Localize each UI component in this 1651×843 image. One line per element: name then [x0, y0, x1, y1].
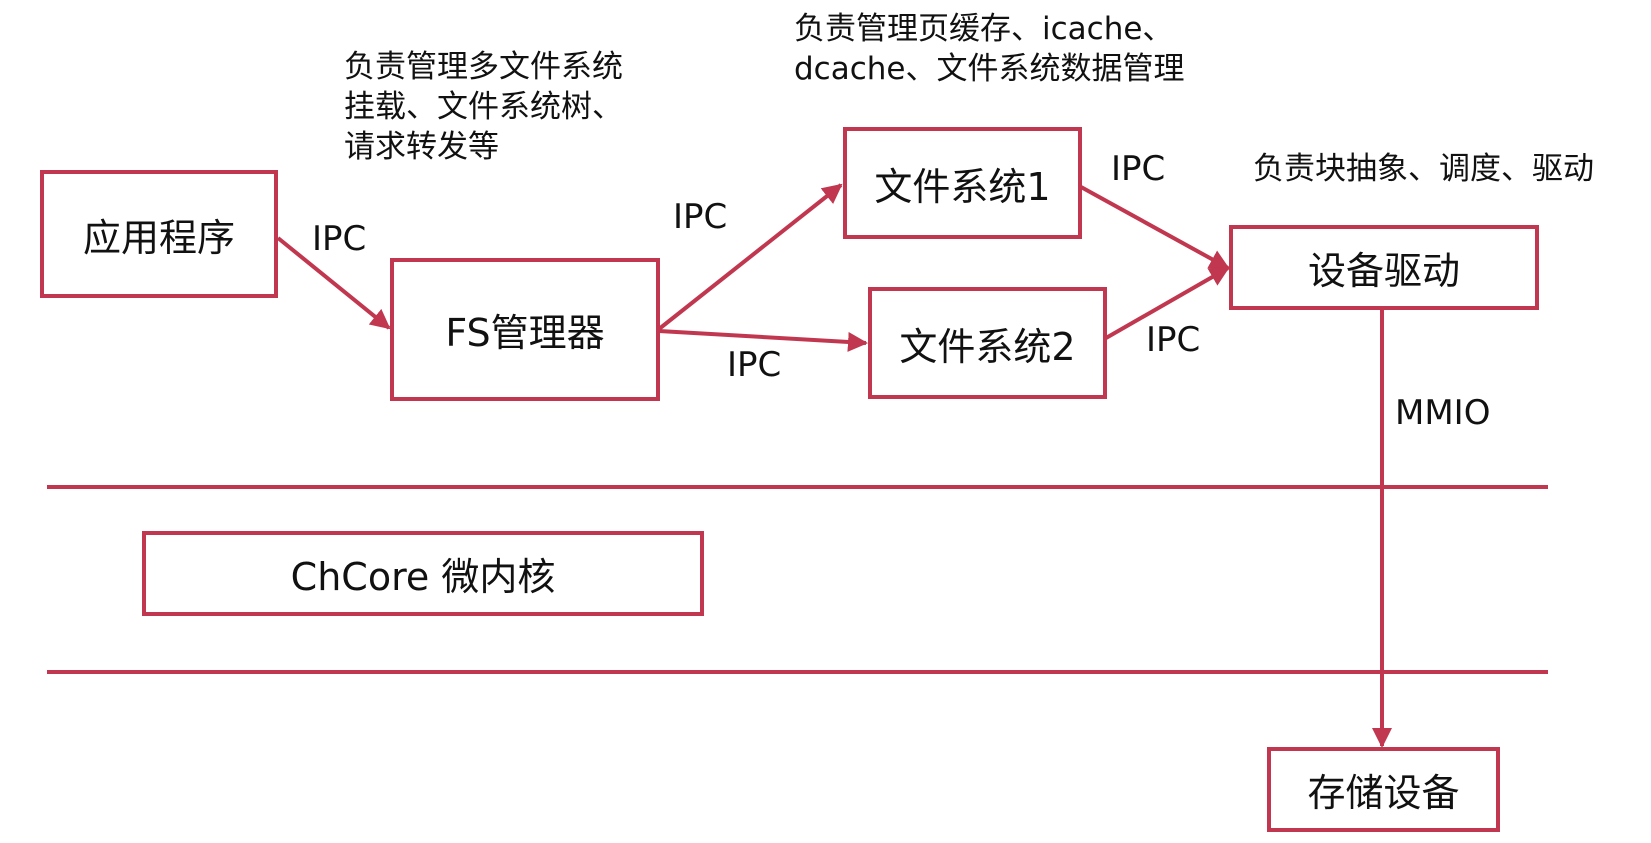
microkernel-box: ChCore 微内核	[142, 531, 704, 616]
device-driver-box: 设备驱动	[1229, 225, 1539, 310]
fs2-box: 文件系统2	[868, 287, 1107, 399]
fs-manager-label: FS管理器	[445, 311, 605, 355]
fs1-box: 文件系统1	[843, 127, 1082, 239]
storage-device-label: 存储设备	[1307, 771, 1460, 815]
fs-manager-note-line: 负责管理多文件系统	[344, 49, 623, 85]
arrow-app-to-fsmgr	[276, 236, 391, 330]
ipc-label-fsmgr-fs1: IPC	[673, 197, 728, 237]
ipc-label-fs1-driver: IPC	[1111, 149, 1166, 189]
app-box: 应用程序	[40, 170, 278, 298]
fs-manager-note-line: 挂载、文件系统树、	[344, 89, 623, 125]
fs-manager-box: FS管理器	[390, 258, 660, 401]
microkernel-label: ChCore 微内核	[290, 555, 556, 599]
fs1-label: 文件系统1	[874, 164, 1051, 209]
arrow-fsmgr-to-fs2	[658, 329, 868, 352]
app-label: 应用程序	[82, 215, 235, 260]
arrow-fsmgr-to-fs1	[657, 183, 843, 331]
device-driver-label: 设备驱动	[1307, 249, 1460, 293]
ipc-label-fsmgr-fs2: IPC	[727, 345, 782, 385]
fs-note-line: 负责管理页缓存、icache、	[794, 11, 1174, 47]
fs-note: 负责管理页缓存、icache、 dcache、文件系统数据管理	[794, 9, 1184, 89]
ipc-label-fs2-driver: IPC	[1146, 320, 1201, 360]
fs-manager-note-line: 请求转发等	[344, 129, 499, 165]
ipc-label-app-fsmgr: IPC	[312, 219, 367, 259]
arrow-fs1-to-driver	[1080, 185, 1230, 270]
driver-note-line: 负责块抽象、调度、驱动	[1253, 151, 1594, 187]
driver-note: 负责块抽象、调度、驱动	[1253, 149, 1594, 189]
fs2-label: 文件系统2	[899, 324, 1076, 369]
storage-device-box: 存储设备	[1267, 747, 1500, 832]
fs-note-line: dcache、文件系统数据管理	[794, 51, 1185, 87]
mmio-label: MMIO	[1395, 393, 1491, 433]
fs-manager-note: 负责管理多文件系统 挂载、文件系统树、 请求转发等	[344, 47, 623, 167]
arrow-fs2-to-driver	[1105, 266, 1230, 340]
